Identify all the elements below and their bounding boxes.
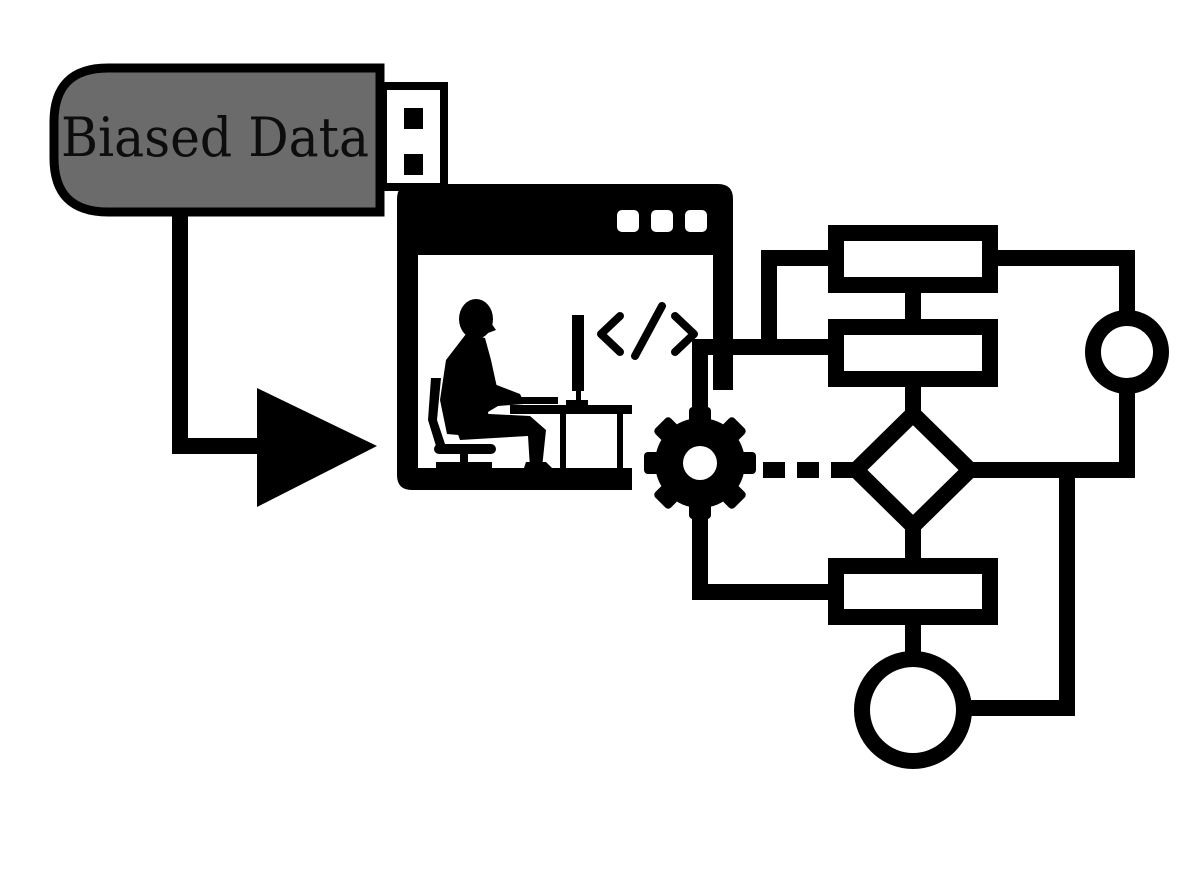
flowchart-icon bbox=[644, 225, 1169, 769]
gear-icon bbox=[644, 407, 756, 519]
window-dot bbox=[651, 210, 673, 232]
usb-contact bbox=[404, 154, 423, 175]
usb-body bbox=[49, 63, 385, 217]
usb-drive-icon: Biased Data bbox=[49, 63, 448, 217]
flowchart-process-box bbox=[828, 225, 998, 293]
window-dot bbox=[685, 210, 707, 232]
flowchart-terminator bbox=[1085, 310, 1169, 394]
flowchart-terminator bbox=[854, 651, 972, 769]
usb-label: Biased Data bbox=[61, 106, 369, 169]
window-dot bbox=[617, 210, 639, 232]
flowchart-process-box bbox=[828, 558, 998, 625]
usb-contact bbox=[404, 108, 423, 129]
flowchart-decision bbox=[844, 402, 982, 538]
flowchart-process-box bbox=[828, 319, 998, 387]
browser-window-icon bbox=[397, 184, 733, 490]
arrow-right-icon bbox=[172, 212, 377, 507]
code-brackets-icon bbox=[597, 302, 698, 360]
programmer-silhouette-icon bbox=[428, 299, 632, 468]
